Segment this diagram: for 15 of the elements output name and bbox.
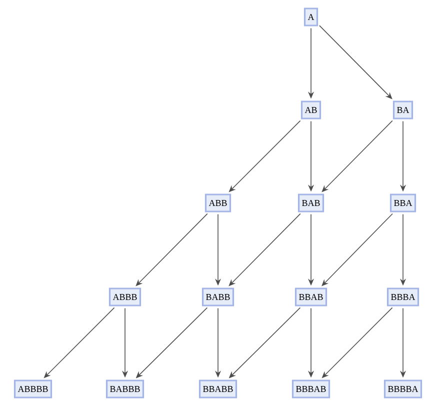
node-box: BBA	[390, 194, 416, 212]
node-box: BBABB	[198, 380, 238, 398]
node-box: BBAB	[294, 288, 328, 306]
node-box: ABBBB	[14, 380, 52, 398]
node-box: ABB	[204, 194, 232, 212]
node-box: ABBB	[108, 288, 142, 306]
node-box: BABBB	[106, 380, 144, 398]
node-box: BA	[392, 100, 414, 120]
node-box: BAB	[298, 194, 324, 212]
node-box: BBBBA	[384, 380, 422, 398]
node-box: BBBAB	[292, 380, 330, 398]
node-box: BABB	[202, 288, 234, 306]
node-box: A	[304, 8, 318, 26]
node-box: BBBA	[386, 288, 420, 306]
node-box: AB	[300, 100, 322, 120]
